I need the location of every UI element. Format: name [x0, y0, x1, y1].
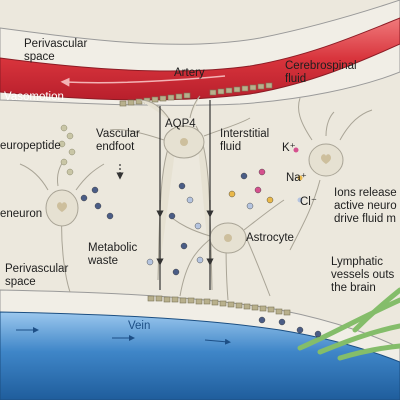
label-perivascular-space-top: Perivascular space	[24, 38, 88, 63]
label-na-ion: Na⁺	[286, 172, 307, 184]
ion-dots	[293, 147, 303, 203]
neuron-right	[289, 97, 373, 251]
label-csf: Cerebrospinal fluid	[285, 60, 357, 85]
label-aqp4: AQP4	[165, 118, 196, 130]
astrocyte-upper	[109, 95, 251, 291]
label-lymphatic-vessels: Lymphatic vessels outs the brain	[331, 256, 395, 294]
lymphatic-vessels	[297, 287, 400, 361]
label-vein: Vein	[128, 320, 151, 332]
vein	[0, 311, 400, 400]
label-interstitial-fluid: Interstitial fluid	[220, 128, 270, 153]
label-k-ion: K⁺	[282, 142, 296, 154]
flow-arrows	[116, 100, 214, 290]
solute-dots	[80, 168, 322, 338]
astrocyte-lower	[171, 199, 285, 301]
label-astrocyte: Astrocyte	[246, 232, 294, 244]
neuropeptide-dots	[58, 124, 76, 176]
aqp4-channels-bottom	[147, 295, 291, 316]
label-neuropeptide: europeptide	[0, 140, 61, 152]
label-perivascular-space-bottom: Perivascular space	[5, 263, 69, 288]
label-neuron: eneuron	[0, 208, 43, 220]
label-vasomotion: Vasomotion	[4, 91, 64, 103]
artery-vasomotion-arrow	[60, 75, 226, 87]
label-artery: Artery	[174, 67, 205, 79]
label-metabolic-waste: Metabolic waste	[88, 242, 138, 267]
label-cl-ion: Cl⁻	[300, 196, 317, 208]
aqp4-channels-top	[119, 82, 273, 107]
label-vascular-endfoot: Vascular endfoot	[96, 128, 140, 153]
vein-flow-arrow-3	[204, 338, 231, 345]
neuron-left	[19, 159, 105, 293]
label-ions-released: Ions release active neuro drive fluid m	[334, 187, 397, 225]
